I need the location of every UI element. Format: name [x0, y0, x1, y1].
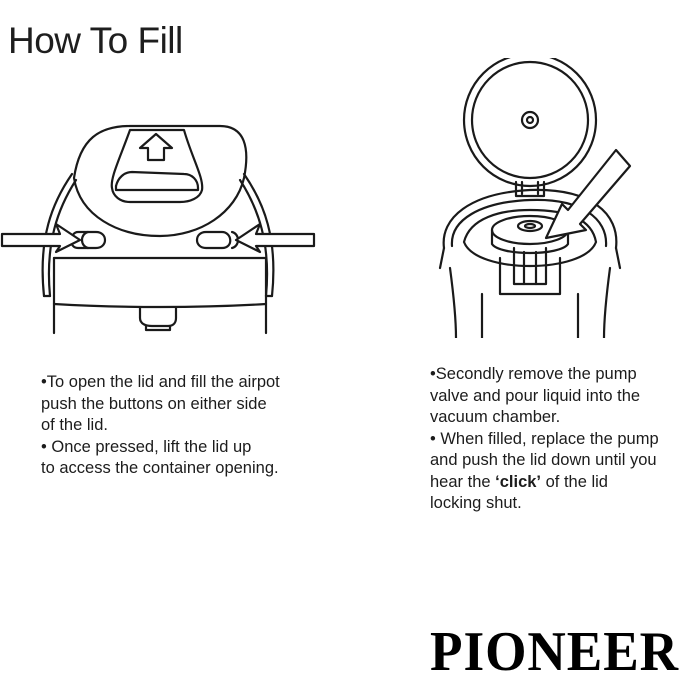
airpot-lid-buttons-illustration — [0, 118, 320, 338]
instruction-line: • Once pressed, lift the lid up — [41, 437, 252, 456]
instruction-text: hear the — [430, 472, 496, 491]
step-2-instructions: •Secondly remove the pump valve and pour… — [430, 364, 659, 515]
instruction-line: • When filled, replace the pump — [430, 429, 659, 448]
instruction-line: hear the ‘click’ of the lid — [430, 472, 659, 494]
click-emphasis: ‘click’ — [495, 472, 542, 491]
instruction-line: valve and pour liquid into the — [430, 386, 641, 405]
instruction-line: locking shut. — [430, 494, 522, 512]
step-1-instructions: •To open the lid and fill the airpot pus… — [41, 372, 280, 480]
instruction-line: push the buttons on either side — [41, 394, 267, 413]
instruction-line: •Secondly remove the pump — [430, 365, 637, 383]
instruction-line: of the lid. — [41, 416, 108, 434]
instruction-line: •To open the lid and fill the airpot — [41, 373, 280, 391]
instruction-line: to access the container opening. — [41, 459, 279, 477]
page-title: How To Fill — [8, 20, 183, 61]
instruction-line: and push the lid down until you — [430, 451, 657, 469]
instruction-text: of the lid — [541, 472, 608, 491]
pioneer-logo: PIONEER — [430, 621, 680, 683]
airpot-open-lid-pump-illustration — [430, 58, 640, 338]
instruction-line: vacuum chamber. — [430, 408, 561, 426]
